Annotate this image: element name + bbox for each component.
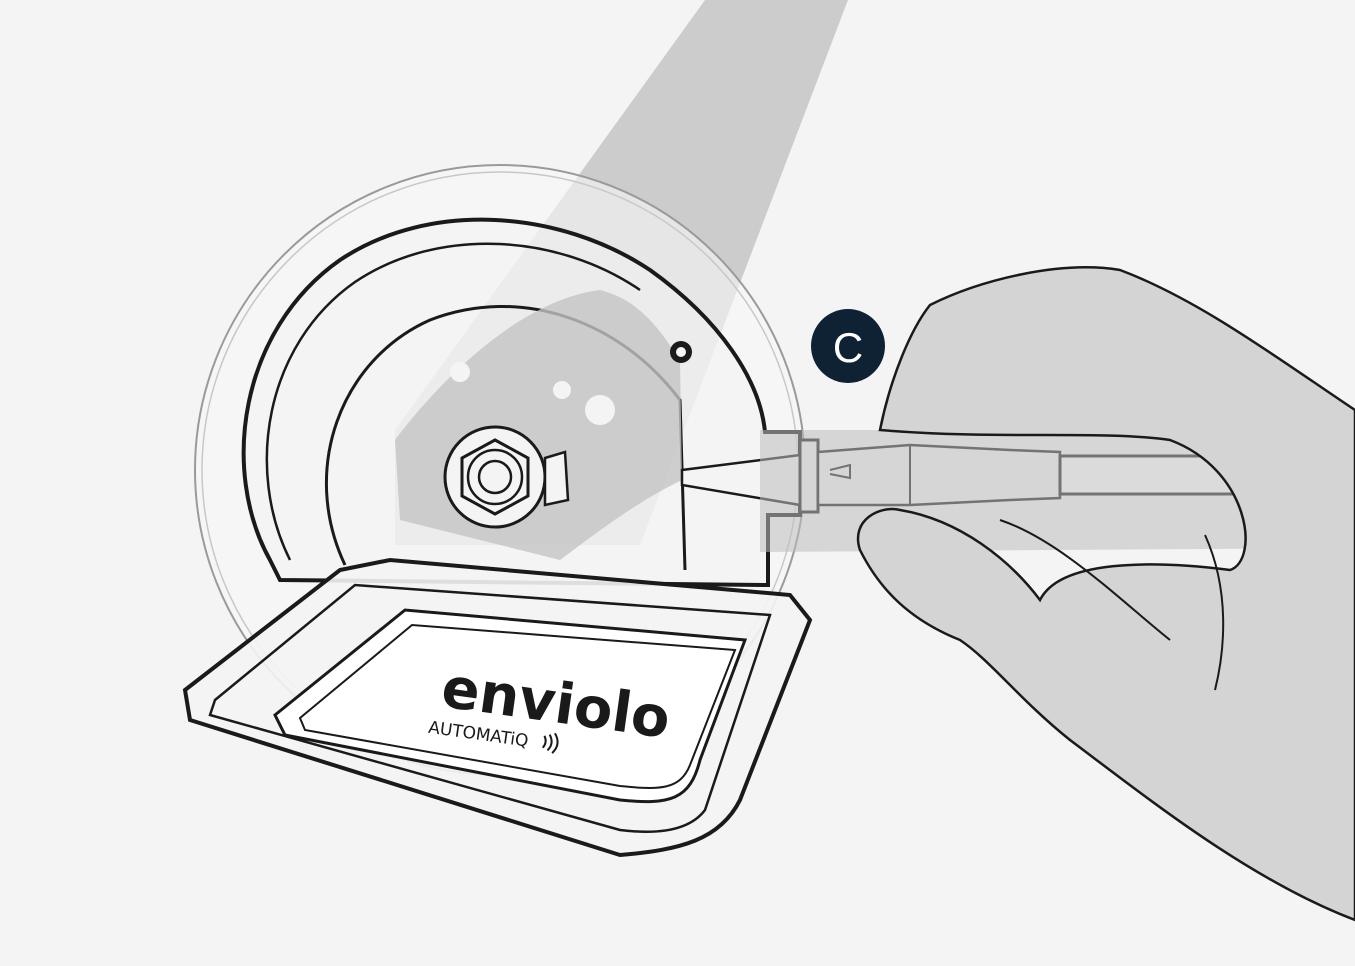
wireless-waves-icon bbox=[541, 732, 559, 754]
svg-text:C: C bbox=[833, 324, 863, 371]
enviolo-logo: enviolo AUTOMATiQ bbox=[427, 655, 674, 754]
base-tray bbox=[182, 557, 813, 858]
step-badge: C bbox=[811, 309, 885, 383]
axle-nut bbox=[443, 425, 570, 529]
hand bbox=[856, 266, 1355, 922]
